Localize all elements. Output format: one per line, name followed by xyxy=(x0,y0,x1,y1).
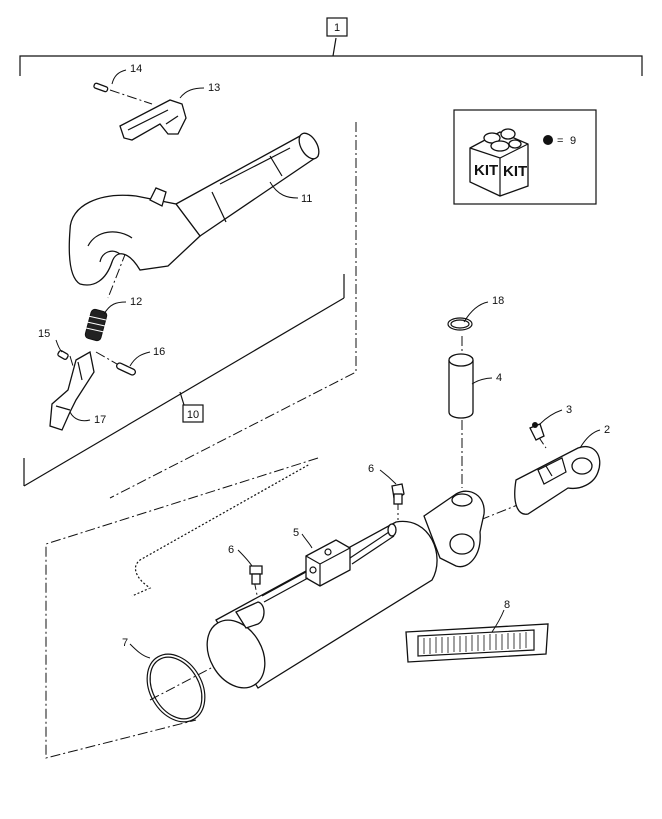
callout-15: 15 xyxy=(38,328,50,340)
callout-4: 4 xyxy=(496,372,502,384)
callout-17: 17 xyxy=(94,414,106,426)
part-4-sleeve xyxy=(448,353,474,419)
part-7-oring xyxy=(146,653,206,723)
kit-legend-equals: = xyxy=(557,135,563,147)
kit-bullet-icon xyxy=(543,135,553,145)
callout-11: 11 xyxy=(301,193,312,205)
callout-labels: 14 13 11 12 15 16 17 18 4 3 2 6 5 6 7 8 xyxy=(38,63,610,649)
callout-2: 2 xyxy=(604,424,610,436)
part-6-screw-upper xyxy=(391,483,405,505)
callout-3: 3 xyxy=(566,404,572,416)
callout-leaders xyxy=(55,69,601,659)
part-cylinder-body xyxy=(206,490,485,689)
callout-13: 13 xyxy=(208,82,220,94)
subassembly-number-box xyxy=(182,404,204,423)
callout-8: 8 xyxy=(504,599,510,611)
callout-5: 5 xyxy=(293,527,299,539)
assembly-number-box xyxy=(326,17,348,37)
kit-label-left: KIT xyxy=(474,162,498,179)
part-13-latch xyxy=(119,99,187,141)
kit-box: KIT KIT = 9 xyxy=(453,109,597,205)
callout-14: 14 xyxy=(130,63,142,75)
part-6-screw-lower xyxy=(249,565,263,585)
subassembly-bracket: 10 xyxy=(23,274,345,487)
subassembly-number: 10 xyxy=(187,409,199,421)
callout-12: 12 xyxy=(130,296,142,308)
kit-label-right: KIT xyxy=(503,163,527,180)
part-17-release-handle xyxy=(49,350,95,431)
part-12-spring xyxy=(84,308,108,342)
part-2-clevis xyxy=(514,446,601,515)
kit-legend-value: 9 xyxy=(570,135,576,147)
assembly-bracket: 1 xyxy=(19,17,643,76)
callout-6-lower: 6 xyxy=(228,544,234,556)
callout-6-upper: 6 xyxy=(368,463,374,475)
part-3-grease-fitting xyxy=(529,422,545,441)
callout-18: 18 xyxy=(492,295,504,307)
part-14-pin xyxy=(93,82,109,93)
part-16-pin xyxy=(116,362,136,376)
part-15-pin xyxy=(57,349,69,361)
part-18-ring xyxy=(447,317,473,331)
hydraulic-hose xyxy=(131,463,311,597)
callout-7: 7 xyxy=(122,637,128,649)
part-11-hook-handle xyxy=(68,132,320,286)
assembly-number: 1 xyxy=(334,22,340,34)
callout-16: 16 xyxy=(153,346,165,358)
part-8-decal xyxy=(405,623,549,663)
